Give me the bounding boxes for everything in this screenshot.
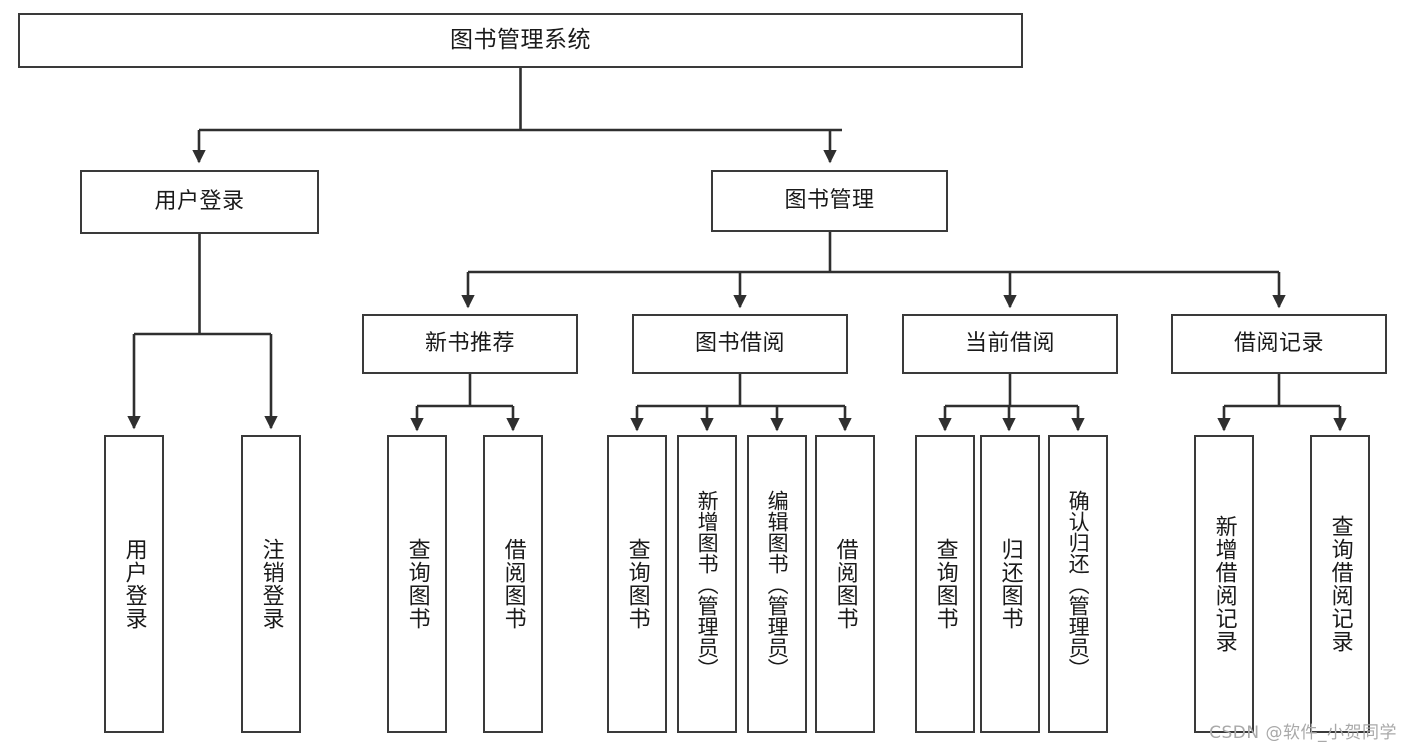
watermark-text: CSDN @软件_小贺同学 — [1209, 723, 1397, 743]
leaf-user-login[interactable]: 用户登录 — [104, 435, 164, 733]
leaf-edit-book-admin[interactable]: 编辑图书（管理员） — [747, 435, 807, 733]
leaf-logout[interactable]: 注销登录 — [241, 435, 301, 733]
leaf-borrow-book-borrow[interactable]: 借阅图书 — [815, 435, 875, 733]
leaf-query-book-borrow[interactable]: 查询图书 — [607, 435, 667, 733]
node-current-borrow[interactable]: 当前借阅 — [902, 314, 1118, 374]
leaf-borrow-book-recommend[interactable]: 借阅图书 — [483, 435, 543, 733]
node-borrow-record[interactable]: 借阅记录 — [1171, 314, 1387, 374]
leaf-query-book-current[interactable]: 查询图书 — [915, 435, 975, 733]
leaf-query-book-recommend[interactable]: 查询图书 — [387, 435, 447, 733]
leaf-query-borrow-record[interactable]: 查询借阅记录 — [1310, 435, 1370, 733]
leaf-confirm-return-admin[interactable]: 确认归还（管理员） — [1048, 435, 1108, 733]
node-book-manage[interactable]: 图书管理 — [711, 170, 948, 232]
leaf-add-book-admin[interactable]: 新增图书（管理员） — [677, 435, 737, 733]
node-new-book-recommend[interactable]: 新书推荐 — [362, 314, 578, 374]
leaf-return-book[interactable]: 归还图书 — [980, 435, 1040, 733]
leaf-add-borrow-record[interactable]: 新增借阅记录 — [1194, 435, 1254, 733]
node-root-system[interactable]: 图书管理系统 — [18, 13, 1023, 68]
node-user-login[interactable]: 用户登录 — [80, 170, 319, 234]
node-book-borrow[interactable]: 图书借阅 — [632, 314, 848, 374]
